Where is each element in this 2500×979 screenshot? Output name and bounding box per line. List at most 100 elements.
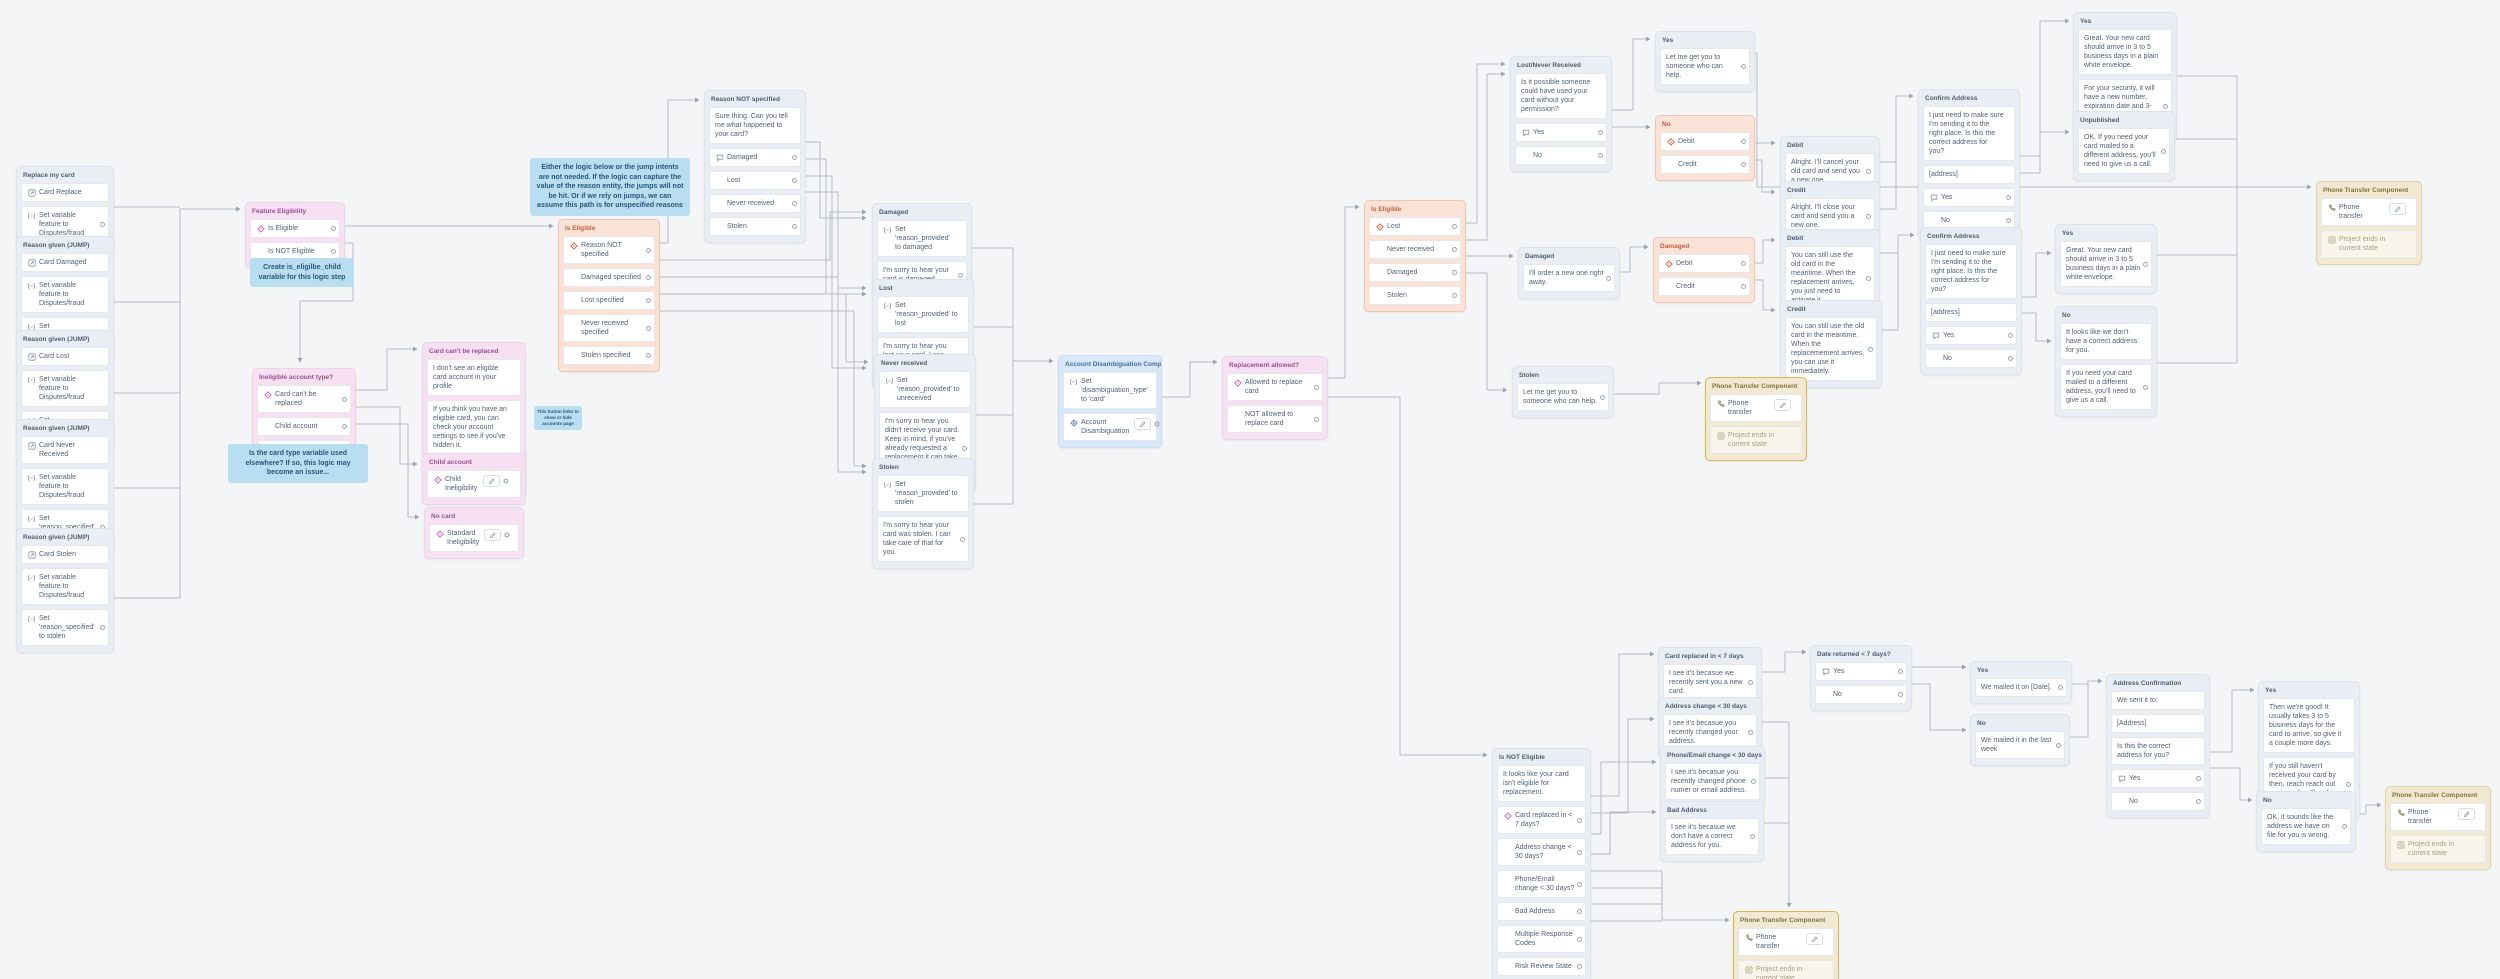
node-row[interactable]: Great. Your new card should arrive in 3 … (2060, 241, 2152, 287)
sticky-note-note-button-links[interactable]: This button links to show or hide accoun… (534, 406, 582, 430)
node-row[interactable]: I'm sorry to hear your card was stolen. … (877, 516, 969, 562)
node-row[interactable]: Card Never Received (21, 436, 109, 464)
edit-button[interactable] (1806, 933, 1823, 945)
connector-port[interactable] (1452, 270, 1457, 275)
connector-port[interactable] (1868, 346, 1873, 352)
connector-port[interactable] (2056, 742, 2061, 748)
connector-port[interactable] (331, 249, 336, 254)
node-row[interactable]: Set variable feature to Disputes/fraud (21, 568, 109, 605)
connector-port[interactable] (962, 446, 967, 451)
node-row[interactable]: Damaged (709, 148, 801, 167)
node-row[interactable]: Yes (1815, 662, 1907, 681)
node-row[interactable]: Let me get you to someone who can help. (1660, 48, 1750, 85)
connector-port[interactable] (646, 247, 651, 253)
node-row[interactable]: OK, it sounds like the address we have o… (2261, 808, 2351, 845)
node-row[interactable]: Never received specified (563, 314, 655, 342)
connector-port[interactable] (2196, 799, 2201, 804)
node-row[interactable]: We mailed it in the last week (1975, 731, 2065, 759)
node-row[interactable]: Set variable feature to Disputes/fraud (21, 468, 109, 505)
connector-port[interactable] (1741, 261, 1746, 266)
node-row[interactable]: Set 'reason_provided' to lost (877, 296, 969, 333)
node-row[interactable]: Card replaced in < 7 days? (1497, 806, 1586, 834)
node-row[interactable]: Is Eligible (250, 219, 340, 238)
node-row[interactable]: [address] (1925, 303, 2017, 322)
connector-port[interactable] (342, 396, 347, 402)
node-row[interactable]: No (1923, 211, 2015, 230)
node-row[interactable]: I see it's becasue we don't have a corre… (1665, 818, 1759, 855)
connector-port[interactable] (1748, 680, 1753, 685)
connector-port[interactable] (1866, 214, 1871, 219)
edit-button[interactable] (484, 529, 502, 541)
node-row[interactable]: Set 'reason_provided' to damaged (877, 220, 967, 257)
node-row[interactable]: It looks like we don't have a correct ad… (2060, 323, 2152, 360)
node-row[interactable]: No (1925, 349, 2017, 368)
connector-port[interactable] (1452, 247, 1457, 252)
connector-port[interactable] (960, 536, 965, 542)
node-row[interactable]: I just need to make sure I'm sending it … (1925, 244, 2017, 299)
connector-port[interactable] (1314, 416, 1319, 422)
node-row[interactable]: Project ends in current state (2390, 835, 2486, 863)
node-row[interactable]: No (1815, 685, 1907, 704)
connector-port[interactable] (1577, 817, 1582, 823)
node-row[interactable]: Multiple Response Codes (1497, 925, 1586, 953)
node-row[interactable]: Yes (1515, 123, 1607, 142)
node-row[interactable]: Never received (1369, 240, 1461, 259)
node-row[interactable]: I'll order a new one right away. (1523, 264, 1615, 292)
connector-port[interactable] (2163, 104, 2168, 109)
node-row[interactable]: I don't see an eligible card account in … (427, 359, 521, 396)
node-row[interactable]: We sent it to: (2111, 691, 2205, 710)
connector-port[interactable] (1898, 692, 1903, 697)
node-replacement-allowed[interactable]: Replacement allowed?Allowed to replace c… (1222, 356, 1328, 440)
node-row[interactable]: Set 'reason_provided' to stolen (877, 475, 969, 512)
node-row[interactable]: Card Damaged (21, 253, 109, 272)
node-row[interactable]: Yes (1925, 326, 2017, 345)
node-row[interactable]: It looks like your card isn't eligible f… (1497, 765, 1586, 802)
connector-port[interactable] (100, 625, 105, 630)
node-row[interactable]: Yes (1923, 188, 2015, 207)
connector-port[interactable] (1741, 162, 1746, 167)
connector-port[interactable] (958, 272, 963, 278)
node-row[interactable]: Phone/Email change < 30 days? (1497, 870, 1586, 898)
connector-port[interactable] (1748, 730, 1753, 735)
node-row[interactable]: Card Lost (21, 347, 109, 366)
node-row[interactable]: Damaged specified (563, 268, 655, 287)
node-row[interactable]: OK. If you need your card mailed to a di… (2078, 128, 2170, 174)
node-row[interactable]: Child Ineligibility (427, 470, 521, 498)
node-row[interactable]: Sure thing. Can you tell me what happene… (709, 107, 801, 144)
node-row[interactable]: I just need to make sure I'm sending it … (1923, 106, 2015, 161)
connector-port[interactable] (646, 275, 651, 280)
node-row[interactable]: Child account (257, 417, 351, 436)
node-row[interactable]: Stolen (709, 217, 801, 236)
connector-port[interactable] (792, 224, 797, 229)
connector-port[interactable] (1598, 130, 1603, 135)
node-row[interactable]: Phone transfer (1738, 928, 1834, 956)
node-row[interactable]: Address change < 30 days? (1497, 838, 1586, 866)
connector-port[interactable] (1898, 669, 1903, 674)
connector-port[interactable] (2058, 685, 2063, 690)
node-row[interactable]: Alright. I'll close your card and send y… (1785, 198, 1875, 235)
connector-port[interactable] (1452, 293, 1457, 298)
connector-port[interactable] (2143, 384, 2148, 390)
node-row[interactable]: Phone transfer (2390, 803, 2486, 831)
gear-icon[interactable] (1153, 420, 1161, 428)
connector-port[interactable] (1751, 779, 1756, 784)
node-row[interactable]: If you need your card mailed to a differ… (2060, 364, 2152, 410)
gear-icon[interactable] (503, 531, 511, 539)
node-row[interactable]: NOT allowed to replace card (1227, 405, 1323, 433)
connector-port[interactable] (1606, 275, 1611, 281)
